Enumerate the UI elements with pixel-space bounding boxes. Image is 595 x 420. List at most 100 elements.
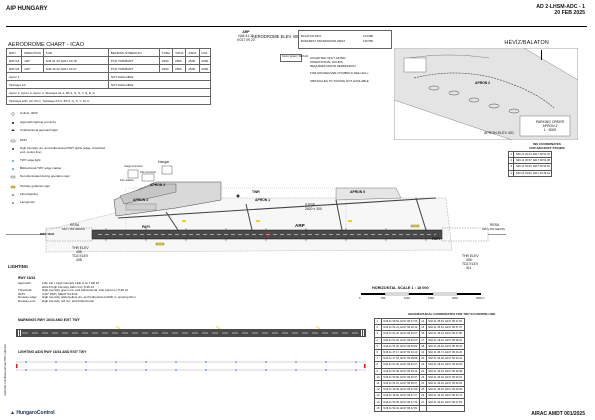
lighting-row: Runway edge:High intensity white/yellow … bbox=[18, 295, 136, 299]
lighting-title: LIGHTING bbox=[8, 264, 29, 269]
arp-label: ARP bbox=[242, 30, 250, 34]
markings-diagram bbox=[16, 326, 366, 337]
freq-west-label: BUDAPEST INFORMATION WEST bbox=[301, 39, 346, 43]
airport-plan bbox=[6, 165, 506, 253]
arp-plan-label: ARP bbox=[295, 223, 305, 228]
legend-item: Taxiway guidance sign bbox=[20, 184, 51, 188]
tdz-right-label: TDZ ELEV bbox=[462, 262, 479, 266]
freq-info-label: BALATON INFO bbox=[301, 34, 322, 38]
thr-right-label: THR ELEV bbox=[462, 254, 479, 258]
legend-item: Flood lighting bbox=[20, 192, 38, 196]
cell: 4 bbox=[507, 169, 515, 177]
side-note: CHANGE: Intro/Removal new TWY collection bbox=[4, 343, 7, 396]
lighting-row: Threshold:High intensity green uni- and … bbox=[18, 288, 128, 292]
table-row: Taxiways with: A3, Z3 m, Taxiways K1-6, … bbox=[5, 96, 212, 105]
pax-label: Pax terminal bbox=[140, 170, 156, 174]
note-5: OBSTACLES TO TAXIING NOT AVAILABLE bbox=[310, 79, 369, 83]
markings-title: MARKINGS RWY 16/34 AND EXIT TWY bbox=[18, 318, 80, 322]
arp-lat: N46 41 11 bbox=[238, 34, 254, 38]
scale-ticks: 0 500 1000 1500 2000 2500 m bbox=[357, 297, 507, 302]
legend-symbols bbox=[10, 112, 16, 204]
th-direction: DIRECTION bbox=[21, 48, 44, 57]
cargo-label: Cargo terminal bbox=[124, 164, 143, 168]
tdz-right-val: 411 bbox=[466, 266, 472, 270]
lighting-aids-diagram bbox=[16, 361, 366, 371]
papi-right: PAPI bbox=[432, 237, 440, 241]
aip-hungary-header: AIP HUNGARY bbox=[6, 6, 48, 12]
runway-table-header: RWY DIRECTION THR BEARING STRENGTH TORA … bbox=[5, 48, 212, 57]
cell: PCN 70/R/B/W/T bbox=[107, 64, 160, 73]
th-tora: TORA bbox=[158, 48, 174, 57]
cell: 2500 bbox=[185, 64, 200, 73]
cell: 2500 bbox=[185, 56, 200, 65]
lighting-row: HIALS high intensity LED cl.on THR 34 bbox=[42, 284, 94, 289]
fire-label: Fire station bbox=[120, 178, 134, 182]
cell: 2500 bbox=[172, 64, 187, 73]
apron5-label: APRON 5 bbox=[350, 190, 366, 194]
lighting-rows: Approach:LIAL cat I, High intensity LED … bbox=[18, 281, 136, 303]
north-arrow-icon bbox=[541, 50, 544, 60]
cell: RWY16 bbox=[5, 56, 23, 65]
footer-brand-text: HungaroControl bbox=[16, 410, 55, 416]
cell: N46 40 32, E017 09 47 bbox=[42, 64, 109, 73]
cell: 160° bbox=[21, 56, 44, 65]
scale-bar bbox=[361, 292, 481, 296]
parking-order-line1: PARKING ORDER bbox=[535, 120, 565, 124]
cell bbox=[425, 404, 465, 412]
arp-box: ARP N46 41 11 E017 09 23 bbox=[206, 30, 286, 42]
frequency-box: BALATON INFO 134.580 BUDAPEST INFORMATIO… bbox=[298, 30, 392, 49]
page-date: 20 FEB 2025 bbox=[554, 10, 585, 16]
legend-item: PAPI bbox=[20, 138, 27, 142]
table-row: Apron 1, Apron 2, Apron 4, Taxiways A1-2… bbox=[5, 88, 212, 97]
thr-left-label: THR ELEV bbox=[72, 246, 89, 250]
lighting-row: PAPI:3.00° PAPI, MEHT 54 ft/16 bbox=[18, 291, 78, 296]
th-toda: TODA bbox=[172, 48, 187, 57]
rwy-label: RWY 16/34 bbox=[40, 232, 55, 236]
parking-order-box: PARKING ORDER APRON 2 1 : 5000 bbox=[528, 120, 572, 132]
lighting-row: Approach:LIAL cat I, High intensity LED … bbox=[18, 281, 100, 285]
th-asda: ASDA bbox=[185, 48, 200, 57]
cell: 2500 bbox=[158, 64, 174, 73]
freq-info-value: 134.580 bbox=[363, 34, 374, 38]
cell: N46 41 50.42, E017 08 27.81 bbox=[380, 404, 420, 412]
cell bbox=[418, 404, 427, 412]
parking-order-line2: APRON 2 bbox=[542, 124, 558, 128]
ins-title-1: INS COORDINATES bbox=[533, 142, 561, 146]
resa-left-dim: 240 x 150 GRASS bbox=[62, 227, 85, 231]
table-row: Apron 1 NOT AVAILABLE bbox=[6, 72, 212, 81]
legend-item: Unidirectional approach light bbox=[20, 128, 58, 132]
parking-order-scale: 1 : 5000 bbox=[543, 128, 557, 132]
tdz-left-label: TDZ ELEV bbox=[72, 254, 89, 258]
hangar-label: Hangar bbox=[158, 160, 170, 164]
arp-lon: E017 09 23 bbox=[237, 38, 255, 42]
thr-right-val: 406 bbox=[466, 258, 472, 262]
chart-title: AERODROME CHART - ICAO bbox=[8, 42, 84, 48]
cell: Taxiways with: A3, Z3 m, Taxiways K1-6, … bbox=[5, 96, 212, 105]
th-thr: THR bbox=[42, 48, 109, 57]
lighting-aids-title: LIGHTING AIDS RWY 16/34 AND EXIT TWY bbox=[18, 350, 87, 354]
th-lda: LDA bbox=[198, 48, 212, 57]
strip-dim: 2620 x 300 bbox=[305, 207, 322, 211]
cell: 15 bbox=[374, 404, 382, 412]
page-code: AD 2-LHSM-ADC - 1 bbox=[536, 4, 585, 10]
legend-item: High intensity uni- and bidirectional RW… bbox=[20, 146, 106, 154]
inset-apron2: APRON 2 bbox=[475, 81, 491, 85]
lighting-row: Runway end:High intensity red uni- and b… bbox=[18, 298, 94, 303]
cell: RWY34 bbox=[5, 64, 23, 73]
table-row: RWY34 340° N46 40 32, E017 09 47 PCN 70/… bbox=[5, 64, 212, 73]
horizontal-scale: HORIZONTAL SCALE 1 : 18 000 bbox=[372, 286, 429, 290]
aerodrome-elev: AERODROME ELEV 408 bbox=[252, 34, 300, 39]
hungarocontrol-logo-icon: ▲ bbox=[10, 410, 15, 416]
note-3: REQUIRES PRIOR PERMISSION bbox=[310, 64, 356, 68]
scale-tick: 0 bbox=[359, 297, 361, 300]
scale-tick: 500 bbox=[381, 297, 386, 300]
thr-left-val: 408 bbox=[76, 250, 82, 254]
twr-label: TWR bbox=[252, 190, 260, 194]
cell: NOT AVAILABLE bbox=[107, 72, 212, 81]
legend-item: Non-illuminated during operation sign bbox=[20, 174, 70, 178]
legend-item: Unlimit. 4000 bbox=[20, 111, 38, 115]
table-row: RWY16 160° N46 41 34, E017 09 18 PCN 70/… bbox=[5, 56, 212, 65]
